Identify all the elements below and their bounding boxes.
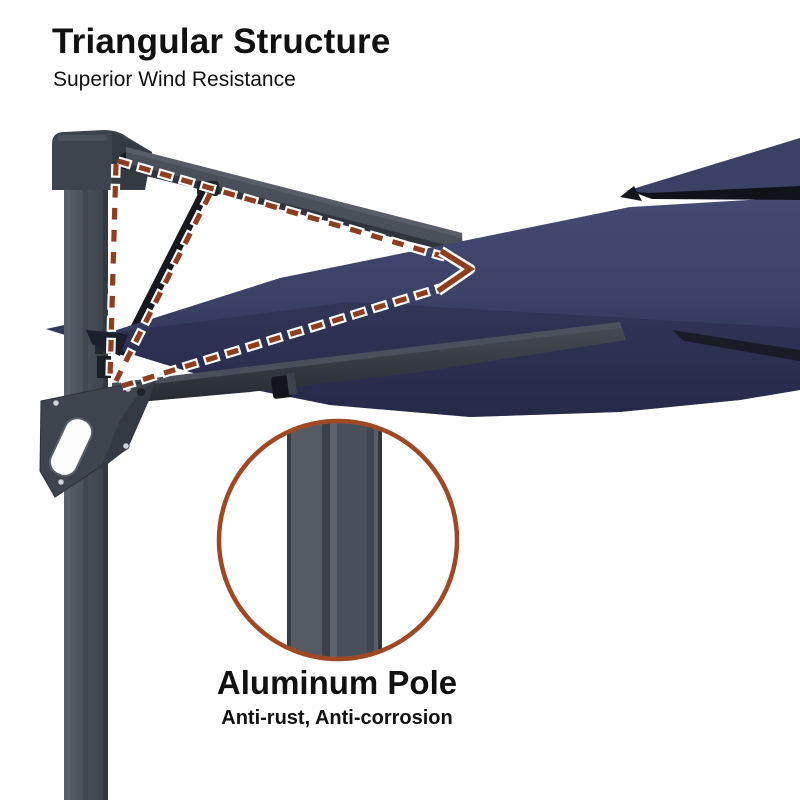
- magnifier-ring: [216, 418, 460, 662]
- mounting-bracket: [39, 379, 157, 498]
- pole-zoom-detail: [287, 423, 382, 657]
- callout-subtitle: Anti-rust, Anti-corrosion: [221, 707, 453, 729]
- wind-vent: [620, 138, 800, 201]
- callout-title: Aluminum Pole: [216, 664, 458, 701]
- arrow-right-chevron-icon: [435, 246, 476, 296]
- pole-top-cap: [52, 130, 152, 190]
- zoom-circle-icon: [216, 418, 460, 662]
- dashed-triangle-icon: [105, 156, 476, 391]
- lower-boom-arm: [112, 322, 626, 401]
- page-title: Triangular Structure: [52, 22, 391, 61]
- bracket-handle-hole: [48, 417, 94, 477]
- page-subtitle: Superior Wind Resistance: [53, 68, 296, 91]
- canopy-rib: [672, 330, 800, 361]
